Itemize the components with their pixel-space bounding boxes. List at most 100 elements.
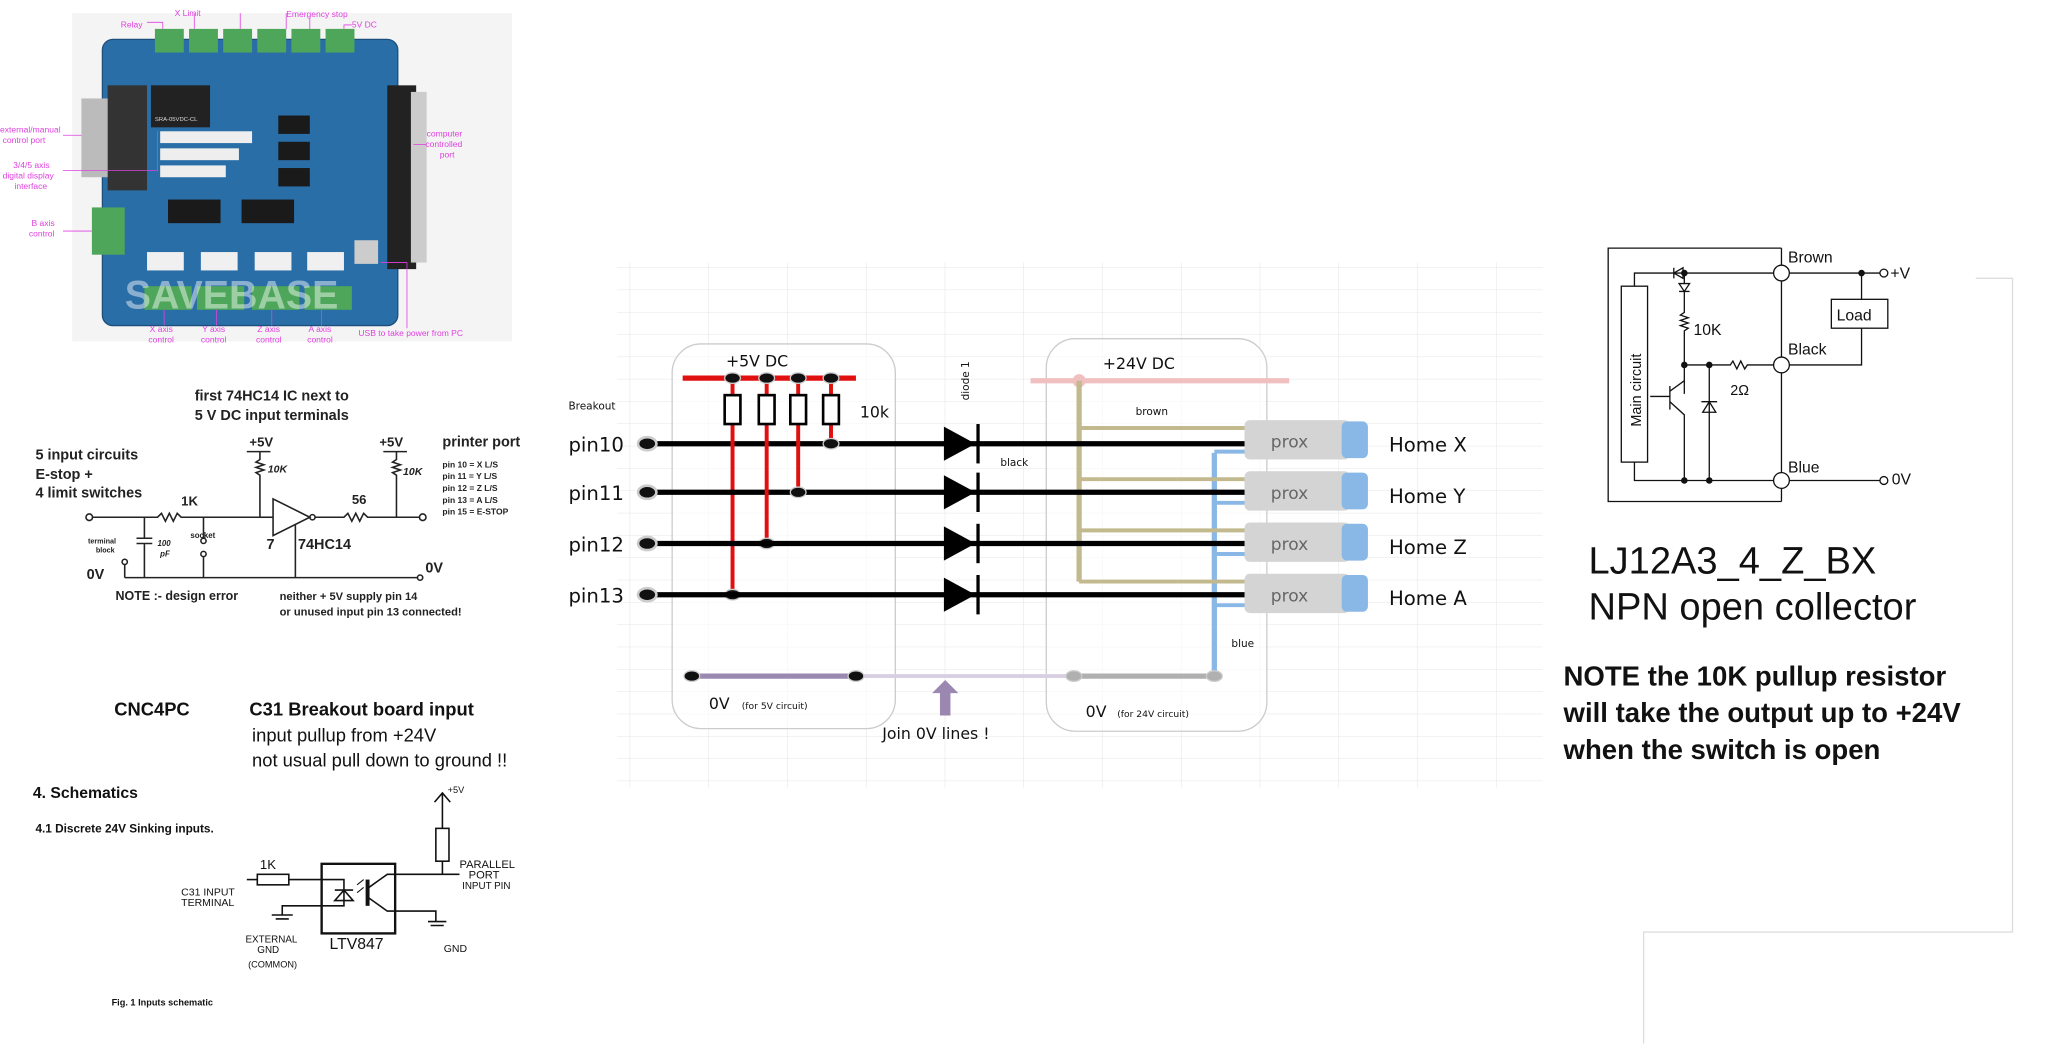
terminal-block-label: terminal bbox=[88, 536, 116, 545]
home-label: Home X bbox=[1389, 434, 1467, 457]
cnc4pc-label: CNC4PC bbox=[114, 698, 190, 719]
zero-v-terminal bbox=[683, 670, 701, 682]
sensor-schematic: Load Brown +V Black 10K 2Ω Blue 0V Main … bbox=[1563, 247, 2014, 1044]
pin7-label: 7 bbox=[266, 537, 274, 553]
pullup-note-3: when the switch is open bbox=[1563, 734, 1881, 765]
label-y-axis-2: control bbox=[201, 335, 227, 345]
zero-v-right: 0V bbox=[425, 560, 443, 576]
pin-map-item: pin 11 = Y L/S bbox=[442, 471, 497, 481]
ext-gnd-label-3: (COMMON) bbox=[248, 960, 297, 970]
plus5v-label-2: +5V bbox=[379, 434, 403, 449]
zero5-label: 0V bbox=[709, 694, 730, 713]
c31-sub-2: not usual pull down to ground !! bbox=[252, 750, 507, 771]
db15-shell bbox=[81, 98, 108, 178]
prox-sensor bbox=[1244, 522, 1350, 562]
input-terminal-label: C31 INPUT bbox=[181, 886, 235, 898]
black-wire-label: black bbox=[1000, 457, 1029, 469]
five-volt-box bbox=[671, 343, 896, 730]
pin-terminal bbox=[636, 435, 658, 452]
zero5-sub-label: (for 5V circuit) bbox=[742, 701, 808, 712]
parallel-label-2: PORT bbox=[469, 869, 500, 881]
zero-v-terminal bbox=[1205, 670, 1223, 682]
prox-sensor-cap bbox=[1341, 472, 1368, 510]
c31-schematic: CNC4PC C31 Breakout board input input pu… bbox=[33, 698, 515, 1007]
hc14-left-text-3: 4 limit switches bbox=[35, 486, 142, 502]
sensor-r10k-label: 10K bbox=[1694, 322, 1723, 339]
ext-gnd-label-2: GND bbox=[257, 945, 279, 956]
opto-r1k-label: 1K bbox=[260, 857, 276, 872]
brown-label: Brown bbox=[1788, 250, 1833, 267]
label-x-axis: X axis bbox=[150, 324, 173, 334]
prox-sensor-cap bbox=[1341, 421, 1368, 459]
figure-caption: Fig. 1 Inputs schematic bbox=[112, 998, 213, 1008]
input-terminal-label-2: TERMINAL bbox=[181, 897, 234, 909]
plus-v-label: +V bbox=[1890, 265, 1910, 282]
home-label: Home Z bbox=[1389, 536, 1467, 559]
pin-terminal bbox=[636, 586, 658, 603]
pullup-note: NOTE the 10K pullup resistor bbox=[1564, 660, 1947, 691]
parallel-label-3: INPUT PIN bbox=[462, 881, 510, 892]
terminal-block-label-2: block bbox=[96, 546, 116, 555]
plus5v-dc-label: +5V DC bbox=[726, 351, 788, 370]
resistor-label: 10k bbox=[860, 402, 890, 421]
watermark: SAVEBASE bbox=[125, 274, 339, 318]
prox-sensor-cap bbox=[1341, 575, 1368, 612]
opto-plus5v-label: +5V bbox=[448, 785, 465, 795]
section-heading: 4. Schematics bbox=[33, 785, 138, 802]
label-usb: USB to take power from PC bbox=[358, 328, 463, 338]
brown-wire-label: brown bbox=[1136, 406, 1168, 418]
display-headers bbox=[160, 131, 253, 178]
ic-chips bbox=[168, 115, 310, 224]
label-5v-dc: 5V DC bbox=[352, 20, 377, 30]
opto-label: LTV847 bbox=[330, 936, 384, 953]
zero24-sub-label: (for 24V circuit) bbox=[1117, 709, 1189, 720]
wiring-diagram: Breakout +5V DC 10k diode 1 black +24V D… bbox=[568, 338, 1467, 743]
pin-junction bbox=[789, 486, 807, 499]
load-label: Load bbox=[1837, 307, 1872, 324]
diode-label: diode 1 bbox=[960, 361, 972, 400]
pin-map-item: pin 12 = Z L/S bbox=[442, 483, 497, 493]
sensor-0v-label: 0V bbox=[1892, 471, 1912, 488]
frame-lines bbox=[1642, 277, 2014, 1044]
hc14-title-2: 5 V DC input terminals bbox=[195, 408, 349, 424]
label-b-axis-2: control bbox=[29, 228, 55, 238]
neither-note: neither + 5V supply pin 14 bbox=[280, 591, 419, 603]
zero-v-left: 0V bbox=[87, 567, 105, 583]
pin-map-item: pin 15 = E-STOP bbox=[442, 507, 508, 517]
breakout-label: Breakout bbox=[568, 401, 615, 413]
pin-terminal bbox=[636, 535, 658, 552]
pullup-note-2: will take the output up to +24V bbox=[1563, 697, 1962, 728]
pin-label: pin10 bbox=[568, 434, 624, 457]
r10k-label-2: 10K bbox=[403, 466, 424, 478]
subsection-heading: 4.1 Discrete 24V Sinking inputs. bbox=[35, 821, 213, 835]
label-display-interface-3: interface bbox=[14, 181, 47, 191]
terminal-blocks-top bbox=[154, 28, 355, 53]
pin-label: pin13 bbox=[568, 585, 624, 608]
zero-v-terminal bbox=[1065, 670, 1083, 682]
label-y-axis: Y axis bbox=[202, 324, 225, 334]
hc14-title: first 74HC14 IC next to bbox=[195, 388, 349, 404]
plus24v-dc-label: +24V DC bbox=[1103, 354, 1175, 373]
label-display-interface-2: digital display bbox=[3, 171, 55, 181]
gnd-label: GND bbox=[444, 943, 468, 955]
label-computer-port-2: controlled bbox=[425, 139, 462, 149]
plus5v-label: +5V bbox=[249, 434, 273, 449]
label-x-limit: X Limit bbox=[175, 8, 202, 18]
blue-label: Blue bbox=[1788, 460, 1820, 477]
bus-junction bbox=[758, 372, 776, 384]
label-a-axis-2: control bbox=[307, 335, 333, 345]
usb-port bbox=[354, 240, 379, 264]
ic-label: 74HC14 bbox=[298, 537, 351, 553]
pin-map-item: pin 13 = A L/S bbox=[442, 495, 498, 505]
sensor-junctions bbox=[1681, 269, 1865, 484]
label-emergency-stop: Emergency stop bbox=[286, 9, 348, 19]
bus-junction bbox=[789, 372, 807, 384]
prox-label: prox bbox=[1271, 586, 1308, 606]
c31-title: C31 Breakout board input bbox=[249, 698, 473, 719]
axis-connectors bbox=[147, 252, 344, 271]
join-arrow-icon bbox=[932, 680, 959, 716]
socket-label: socket bbox=[190, 531, 215, 540]
